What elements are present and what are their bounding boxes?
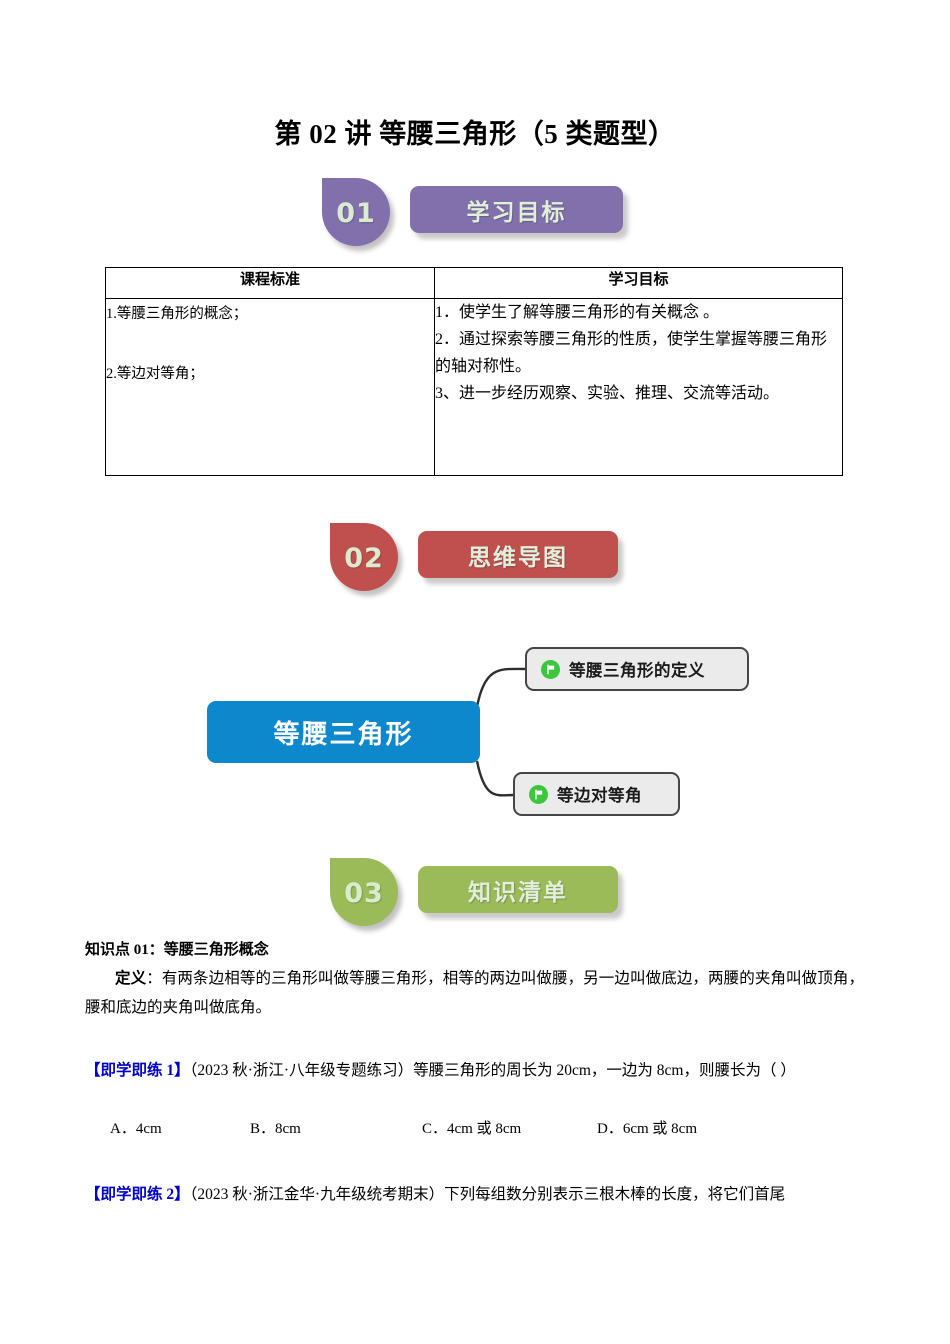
green-flag-icon [529,784,548,804]
objective-table: 课程标准 学习目标 1.等腰三角形的概念； 2.等边对等角； 1．使学生了解等腰… [105,267,843,476]
page-title: 第 02 讲 等腰三角形（5 类题型） [274,119,676,149]
definition-label: 定义 [115,970,147,987]
table-header-goal: 学习目标 [434,267,843,299]
section-number-03: 03 [344,877,384,909]
section-number-drop-02: 02 [330,523,398,591]
exercise-item: 【即学即练 1】（2023 秋·浙江·八年级专题练习）等腰三角形的周长为 20c… [85,1056,864,1085]
exercise-options: A．4cm B．8cm C．4cm 或 8cm D．6cm 或 8cm [110,1117,870,1138]
table-cell-standard: 1.等腰三角形的概念； 2.等边对等角； [105,298,435,476]
exercise-tag: 【即学即练 2】 [85,1186,190,1203]
exercise-tag: 【即学即练 1】 [85,1062,190,1079]
section-badge-02: 02 思维导图 [330,523,630,595]
exercise-option-a[interactable]: A．4cm [110,1121,162,1137]
section-badge-03: 03 知识清单 [330,858,630,930]
section-label-pill-03: 知识清单 [418,866,618,913]
section-number-02: 02 [344,542,384,574]
definition-text: ：有两条边相等的三角形叫做等腰三角形，相等的两边叫做腰，另一边叫做底边，两腰的夹… [85,970,864,1016]
table-cell-goal: 1．使学生了解等腰三角形的有关概念 。 2．通过探索等腰三角形的性质，使学生掌握… [434,298,843,476]
goal-list: 1．使学生了解等腰三角形的有关概念 。 2．通过探索等腰三角形的性质，使学生掌握… [435,304,828,402]
mindmap-connectors [475,667,527,797]
section-label-pill-01: 学习目标 [410,186,623,233]
section-label-02: 思维导图 [468,544,568,571]
exercise-option-d[interactable]: D．6cm 或 8cm [597,1121,697,1137]
mindmap-center-label: 等腰三角形 [273,719,414,750]
mindmap-branch-node: 等边对等角 [513,772,680,816]
table-row: 1.等腰三角形的概念； 2.等边对等角； 1．使学生了解等腰三角形的有关概念 。… [105,298,843,476]
exercise-item: 【即学即练 2】（2023 秋·浙江金华·九年级统考期末）下列每组数分别表示三根… [85,1180,864,1209]
section-label-01: 学习目标 [466,199,567,226]
mindmap-branch-label: 等边对等角 [557,786,642,805]
mindmap-branch-label: 等腰三角形的定义 [569,661,705,680]
mindmap-center-node: 等腰三角形 [207,701,480,763]
table-header-row: 课程标准 学习目标 [105,267,843,299]
section-number-drop-01: 01 [322,178,390,246]
section-label-03: 知识清单 [468,879,568,906]
mindmap-diagram: 等腰三角形 等腰三角形的定义 等边对等角 [185,635,785,835]
exercise-text: （2023 秋·浙江金华·九年级统考期末）下列每组数分别表示三根木棒的长度，将它… [189,1186,786,1203]
standard-list: 1.等腰三角形的概念； 2.等边对等角； [106,306,248,382]
section-label-pill-02: 思维导图 [418,531,618,578]
exercise-text: （2023 秋·浙江·八年级专题练习）等腰三角形的周长为 20cm，一边为 8c… [189,1062,796,1079]
knowledge-point-heading: 知识点 01：等腰三角形概念 [85,942,269,958]
exercise-option-b[interactable]: B．8cm [250,1121,301,1137]
exercise-option-c[interactable]: C．4cm 或 8cm [422,1121,522,1137]
section-number-drop-03: 03 [330,858,398,926]
section-badge-01: 01 学习目标 [322,178,642,250]
table-header-standard: 课程标准 [105,267,435,299]
section-number-01: 01 [336,197,376,229]
green-flag-icon [541,659,560,679]
knowledge-point-definition: 定义：有两条边相等的三角形叫做等腰三角形，相等的两边叫做腰，另一边叫做底边，两腰… [85,964,864,1022]
mindmap-branch-node: 等腰三角形的定义 [525,647,749,691]
